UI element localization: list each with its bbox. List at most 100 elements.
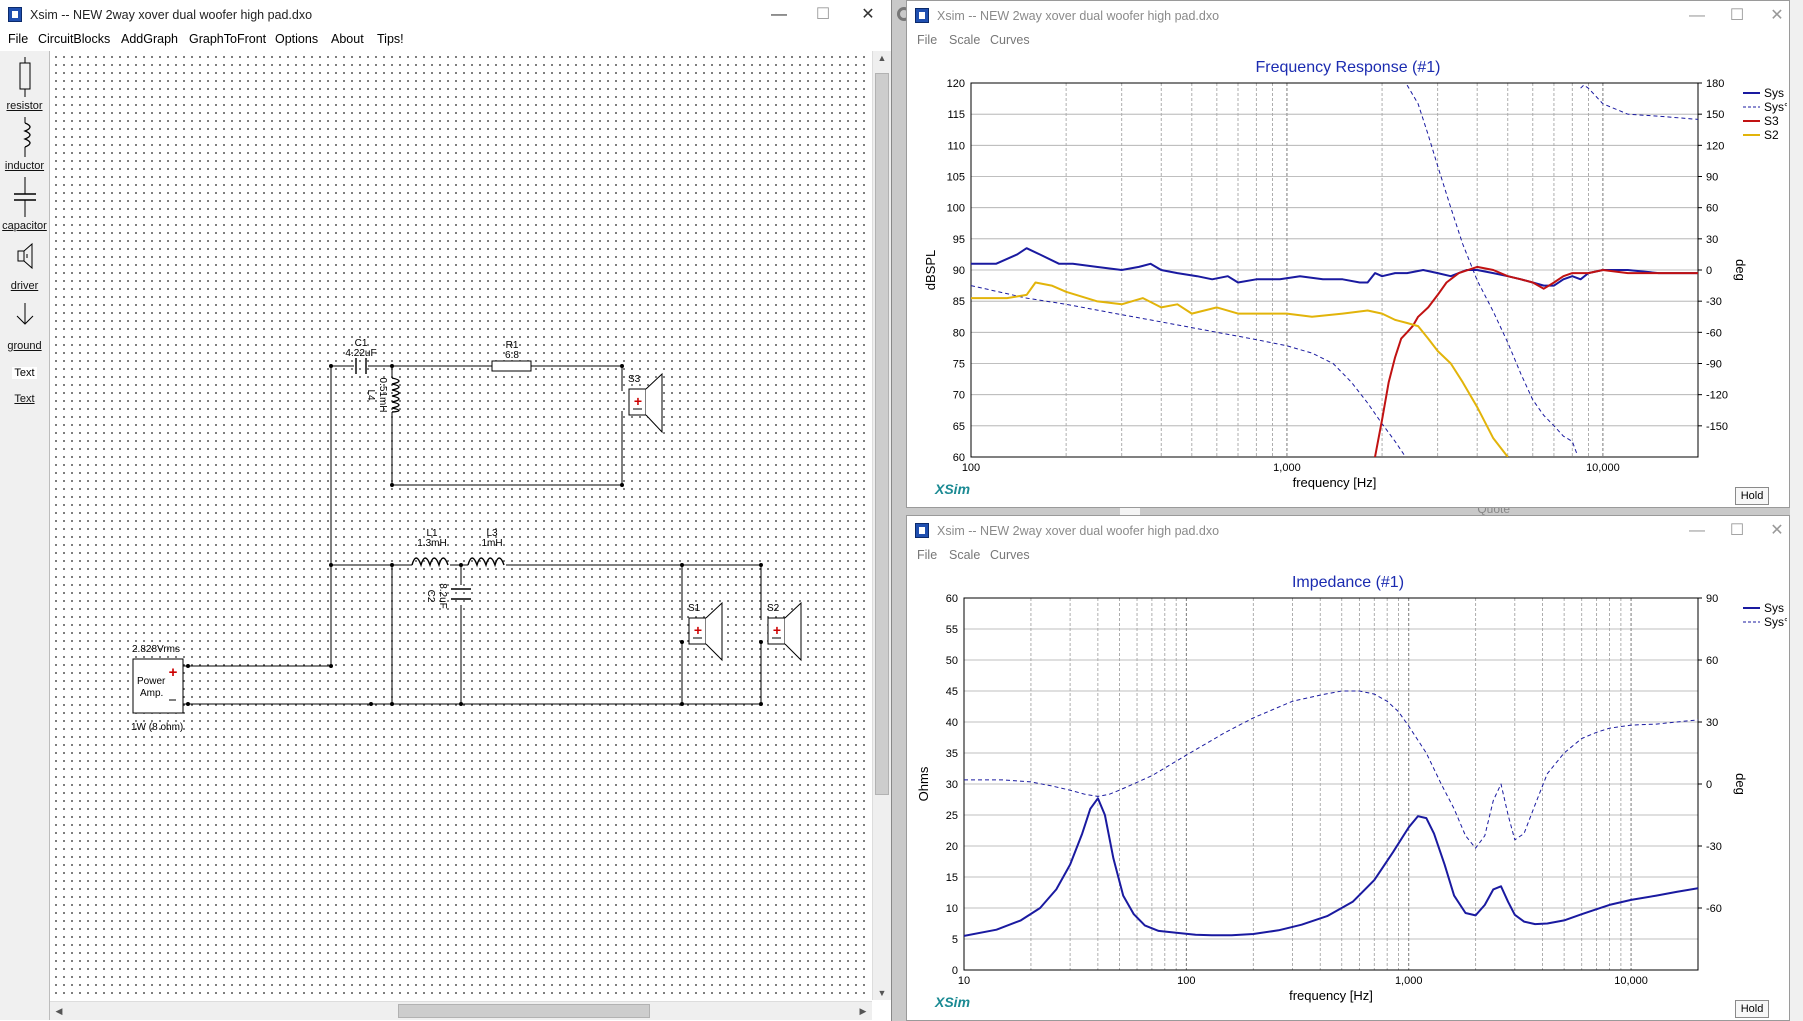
schematic: + + + + [131,338,802,733]
freq-y2tick-label: -150 [1706,421,1728,433]
imp-y2tick-label: -60 [1706,903,1722,915]
imp-maximize-button[interactable]: ☐ [1729,522,1745,539]
palette-ground[interactable]: ground [0,297,49,352]
menu-graphtofront[interactable]: GraphToFront [189,32,267,46]
freq-ytick-label: 80 [953,327,965,339]
freq-ylabel: dBSPL [923,250,938,290]
freq-y2tick-label: 0 [1706,265,1712,277]
freq-hold-button[interactable]: Hold [1735,487,1769,505]
menu-circuitblocks[interactable]: CircuitBlocks [38,32,111,46]
palette-resistor[interactable]: resistor [0,57,49,112]
imp-ylabel: Ohms [916,766,931,801]
scroll-up-arrow[interactable]: ▲ [877,53,887,63]
imp-menu-scale[interactable]: Scale [949,548,981,562]
menu-file[interactable]: File [8,32,29,46]
background-right-strip [1790,0,1803,1021]
l1-value: 1.3mH [417,538,446,549]
freq-minimize-button[interactable]: — [1689,7,1705,24]
driver-s3[interactable]: + [628,372,663,434]
scroll-h-thumb[interactable] [398,1004,650,1018]
imp-ytick-label: 60 [946,593,958,605]
freq-xsim-brand: XSim [935,481,971,497]
menu-options[interactable]: Options [275,32,319,46]
driver-s1[interactable]: + [688,601,723,662]
freq-xlabel: frequency [Hz] [1293,475,1377,490]
inductor-l3[interactable] [467,557,505,568]
palette-text-plain[interactable]: Text [0,365,49,379]
c1-value: 4.22uF [345,348,376,359]
imp-ytick-label: 20 [946,841,958,853]
schematic-canvas[interactable]: + + + + [50,51,866,1000]
imp-title: Xsim -- NEW 2way xover dual woofer high … [937,524,1220,538]
frequency-response-chart[interactable]: 6065707580859095100105110115120-150-120-… [909,53,1787,507]
imp-xtick-label: 100 [1177,975,1195,987]
freq-legend-label: S2 [1764,128,1779,142]
frequency-response-window: Xsim -- NEW 2way xover dual woofer high … [906,0,1790,508]
imp-plot-frame [963,597,1699,971]
freq-plot-frame [970,82,1699,458]
freq-y2label: deg [1733,259,1748,281]
freq-xtick-label: 1,000 [1273,462,1301,474]
imp-minimize-button[interactable]: — [1689,522,1705,539]
imp-ytick-label: 0 [952,965,958,977]
imp-y2label: deg [1733,773,1748,795]
resistor-icon [19,57,30,97]
freq-close-button[interactable]: ✕ [1770,7,1784,24]
imp-menu-file[interactable]: File [917,548,938,562]
menu-about[interactable]: About [331,32,364,46]
editor-horizontal-scrollbar[interactable]: ◀ ▶ [50,1001,872,1020]
imp-ytick-label: 45 [946,686,958,698]
power-amp[interactable]: + [132,658,188,714]
scroll-v-thumb[interactable] [875,73,889,795]
palette-text-link[interactable]: Text [0,393,49,405]
scroll-left-arrow[interactable]: ◀ [55,1006,63,1016]
editor-titlebar: Xsim -- NEW 2way xover dual woofer high … [0,0,891,30]
freq-ytick-label: 115 [947,109,965,121]
imp-xlabel: frequency [Hz] [1289,988,1373,1003]
palette-driver[interactable]: driver [0,237,49,292]
imp-y2tick-label: 30 [1706,717,1718,729]
inductor-l1[interactable] [411,557,449,568]
driver-icon [17,242,32,270]
freq-ytick-label: 70 [953,390,965,402]
menu-tips[interactable]: Tips! [377,32,404,46]
freq-y2tick-label: -120 [1706,390,1728,402]
l3-value: 1mH [481,538,502,549]
driver-s2[interactable]: + [767,601,802,662]
freq-y2tick-label: 90 [1706,172,1718,184]
close-button[interactable]: ✕ [861,6,875,23]
imp-menu-curves[interactable]: Curves [990,548,1030,562]
freq-ytick-label: 100 [947,203,965,215]
palette-capacitor[interactable]: capacitor [0,177,49,232]
imp-ytick-label: 50 [946,655,958,667]
l4-value: 0.51mH [377,377,388,412]
freq-menu-scale[interactable]: Scale [949,33,981,47]
editor-vertical-scrollbar[interactable]: ▲ ▼ [872,51,891,1000]
c1-name: C1 [355,338,368,349]
resistor-r1[interactable] [491,360,532,372]
imp-xtick-label: 10 [958,975,970,987]
scroll-right-arrow[interactable]: ▶ [859,1006,867,1016]
minimize-button[interactable]: — [771,6,787,23]
freq-menu-file[interactable]: File [917,33,938,47]
imp-ytick-label: 55 [946,624,958,636]
scroll-down-arrow[interactable]: ▼ [877,988,887,998]
imp-xtick-label: 10,000 [1614,975,1648,987]
imp-hold-button[interactable]: Hold [1735,1000,1769,1018]
freq-y2tick-label: 60 [1706,203,1718,215]
imp-close-button[interactable]: ✕ [1770,522,1784,539]
freq-legend-label: Sys° [1764,100,1787,114]
maximize-button[interactable]: ☐ [815,6,831,23]
inductor-l4[interactable] [391,377,400,413]
capacitor-c1[interactable] [355,358,367,374]
freq-ytick-label: 65 [953,421,965,433]
freq-y2tick-label: 30 [1706,234,1718,246]
imp-xtick-label: 1,000 [1395,975,1423,987]
capacitor-c2[interactable] [451,588,471,600]
palette-inductor[interactable]: inductor [0,117,49,172]
freq-maximize-button[interactable]: ☐ [1729,7,1745,24]
freq-menu-curves[interactable]: Curves [990,33,1030,47]
menu-addgraph[interactable]: AddGraph [121,32,178,46]
